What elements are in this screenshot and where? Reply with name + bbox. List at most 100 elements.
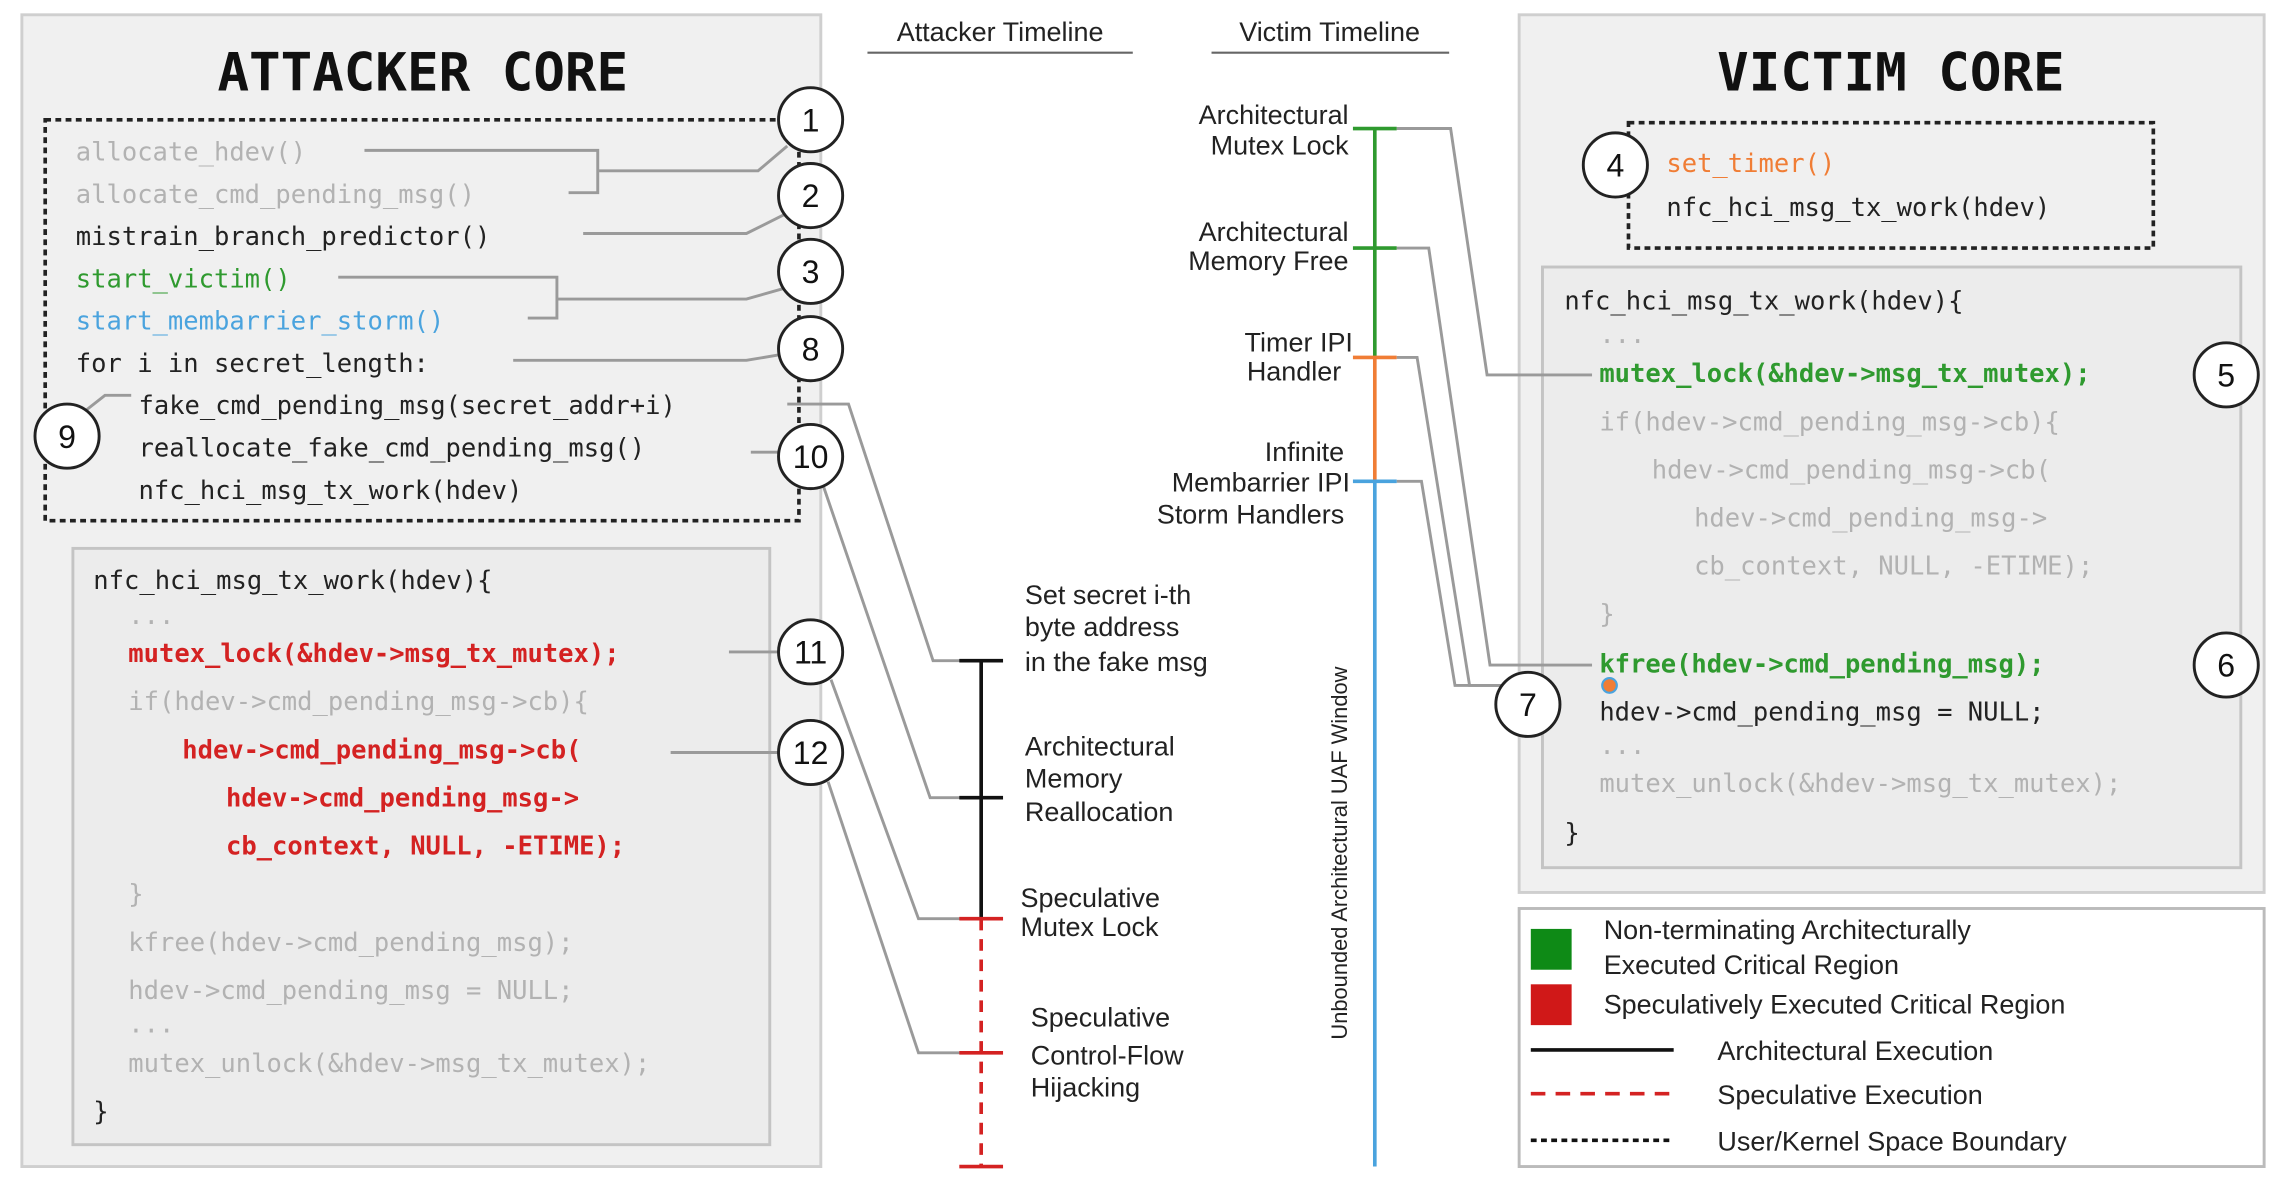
- legend-green-swatch: [1530, 928, 1572, 970]
- legend-label: User/Kernel Space Boundary: [1717, 1127, 2067, 1157]
- code-line: nfc_hci_msg_tx_work(hdev){: [93, 566, 492, 596]
- event-label: Timer IPI: [1245, 328, 1353, 358]
- marker-3: 3: [777, 237, 845, 305]
- legend-label: Speculative Execution: [1717, 1080, 1982, 1110]
- code-line: mutex_lock(&hdev->msg_tx_mutex);: [128, 639, 619, 669]
- code-line: nfc_hci_msg_tx_work(hdev): [1666, 193, 2050, 223]
- event-label: Speculative: [1021, 883, 1160, 913]
- marker-11: 11: [777, 618, 845, 686]
- event-label: Infinite: [1265, 437, 1344, 467]
- code-line: hdev->cmd_pending_msg->: [226, 783, 579, 813]
- attacker-timeline-title: Attacker Timeline: [897, 17, 1104, 47]
- code-line: kfree(hdev->cmd_pending_msg);: [1599, 649, 2044, 679]
- code-line: cb_context, NULL, -ETIME);: [1694, 552, 2093, 582]
- victim-timeline-title: Victim Timeline: [1239, 17, 1420, 47]
- svg-text:7: 7: [1519, 687, 1537, 723]
- event-label: Membarrier IPI: [1172, 468, 1350, 498]
- event-label: Hijacking: [1031, 1073, 1140, 1103]
- legend-red-swatch: [1530, 984, 1572, 1026]
- connectors: [83, 127, 1593, 1055]
- marker-4: 4: [1581, 131, 1649, 199]
- attacker-code-box: [71, 546, 772, 1147]
- code-line: hdev->cmd_pending_msg = NULL;: [1599, 697, 2044, 727]
- code-line: mutex_lock(&hdev->msg_tx_mutex);: [1599, 359, 2090, 389]
- code-line: if(hdev->cmd_pending_msg->cb){: [1599, 407, 2060, 437]
- event-label: Set secret i-th: [1025, 580, 1191, 610]
- svg-text:4: 4: [1606, 148, 1624, 184]
- marker-6: 6: [2192, 631, 2260, 699]
- code-line: ...: [128, 1009, 174, 1039]
- svg-text:3: 3: [802, 254, 820, 290]
- event-label: Mutex Lock: [1021, 912, 1159, 942]
- marker-7: 7: [1494, 670, 1562, 738]
- event-label: Speculative: [1031, 1003, 1170, 1033]
- legend-label: Executed Critical Region: [1604, 950, 1899, 980]
- code-line: hdev->cmd_pending_msg->cb(: [1652, 455, 2051, 485]
- code-line: }: [93, 1097, 108, 1127]
- uaf-point-dot: [1601, 677, 1618, 694]
- victim-core-title: VICTIM CORE: [1717, 43, 2064, 104]
- code-line: fake_cmd_pending_msg(secret_addr+i): [139, 391, 676, 421]
- code-line: nfc_hci_msg_tx_work(hdev): [139, 476, 523, 506]
- marker-2: 2: [777, 162, 845, 230]
- marker-12: 12: [777, 718, 845, 787]
- event-label: Control-Flow: [1031, 1040, 1184, 1070]
- event-label: Mutex Lock: [1211, 131, 1349, 161]
- code-line: ...: [128, 601, 174, 631]
- legend-label: Speculatively Executed Critical Region: [1604, 989, 2066, 1019]
- svg-text:6: 6: [2217, 648, 2235, 684]
- legend-label: Architectural Execution: [1717, 1036, 1993, 1066]
- attacker-timeline: Set secret i-th byte address in the fake…: [959, 580, 1208, 1169]
- event-label: Architectural: [1025, 731, 1175, 761]
- code-line: ...: [1599, 731, 1645, 761]
- marker-5: 5: [2192, 341, 2260, 409]
- event-label: in the fake msg: [1025, 647, 1208, 677]
- event-label: Storm Handlers: [1157, 500, 1344, 530]
- event-label: Reallocation: [1025, 797, 1173, 827]
- marker-9: 9: [33, 402, 101, 470]
- svg-text:10: 10: [793, 439, 829, 475]
- code-line: if(hdev->cmd_pending_msg->cb){: [128, 687, 589, 717]
- event-label: Handler: [1247, 357, 1341, 387]
- marker-10: 10: [777, 423, 845, 491]
- legend: Non-terminating Architecturally Executed…: [1517, 907, 2266, 1168]
- attacker-core: ATTACKER CORE allocate_hdev() allocate_c…: [20, 13, 823, 1168]
- svg-text:5: 5: [2217, 358, 2235, 394]
- code-line: hdev->cmd_pending_msg->: [1694, 504, 2047, 534]
- svg-text:9: 9: [58, 419, 76, 455]
- code-line: mistrain_branch_predictor(): [76, 222, 491, 252]
- code-line: allocate_hdev(): [76, 138, 306, 168]
- code-line: }: [1599, 600, 1614, 630]
- code-line: hdev->cmd_pending_msg->cb(: [182, 735, 581, 765]
- code-line: cb_context, NULL, -ETIME);: [226, 832, 625, 862]
- code-line: kfree(hdev->cmd_pending_msg);: [128, 928, 573, 958]
- code-line: start_victim(): [76, 264, 291, 294]
- svg-text:11: 11: [794, 635, 827, 671]
- event-label: Architectural: [1199, 217, 1349, 247]
- victim-timeline: Architectural Mutex Lock Architectural M…: [1157, 100, 1397, 1167]
- code-line: set_timer(): [1666, 149, 1835, 179]
- event-label: byte address: [1025, 612, 1179, 642]
- code-line: ...: [1599, 320, 1645, 350]
- victim-code-box: [1541, 265, 2243, 870]
- svg-text:2: 2: [802, 178, 820, 214]
- event-label: Architectural: [1199, 100, 1349, 130]
- event-label: Memory: [1025, 763, 1123, 793]
- step-markers: 1 2 3 4 5 6 7 8 9 10 11 12: [33, 86, 2260, 787]
- svg-text:8: 8: [802, 331, 820, 367]
- code-line: reallocate_fake_cmd_pending_msg(): [139, 434, 646, 464]
- svg-text:1: 1: [802, 102, 820, 138]
- code-line: mutex_unlock(&hdev->msg_tx_mutex);: [128, 1049, 650, 1079]
- code-line: }: [1564, 818, 1579, 848]
- code-line: start_membarrier_storm(): [76, 307, 444, 337]
- uaf-window-label: Unbounded Architectural UAF Window: [1327, 666, 1352, 1039]
- timeline-headers: Attacker Timeline Victim Timeline: [867, 17, 1450, 54]
- victim-core: VICTIM CORE set_timer() nfc_hci_msg_tx_w…: [1517, 13, 2266, 894]
- marker-1: 1: [777, 86, 845, 154]
- marker-8: 8: [777, 315, 845, 383]
- code-line: for i in secret_length:: [76, 349, 429, 379]
- legend-label: Non-terminating Architecturally: [1604, 915, 1972, 945]
- code-line: nfc_hci_msg_tx_work(hdev){: [1564, 286, 1963, 316]
- code-line: mutex_unlock(&hdev->msg_tx_mutex);: [1599, 769, 2121, 799]
